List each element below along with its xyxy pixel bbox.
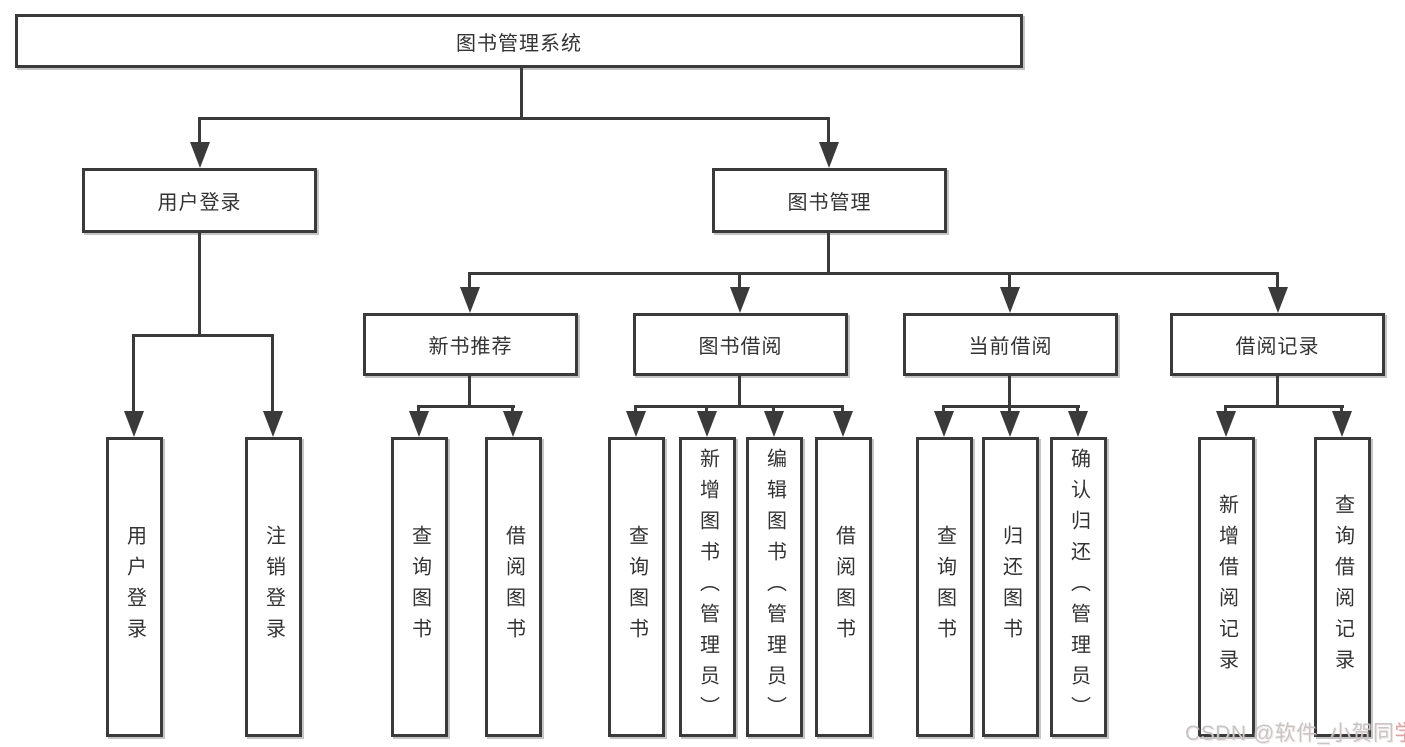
connector-to-book-mgmt bbox=[827, 117, 830, 145]
arrow-down-icon bbox=[124, 411, 144, 437]
arrow-down-icon bbox=[1216, 411, 1236, 437]
leaf-return-book: 归还图书 bbox=[982, 437, 1039, 737]
connector-to-book-borrow bbox=[738, 272, 741, 289]
connector-to-new-book bbox=[468, 272, 471, 289]
node-library-management-system: 图书管理系统 bbox=[15, 14, 1023, 68]
connector-new-book-stem bbox=[468, 374, 471, 408]
node-label: 用户登录 bbox=[157, 192, 242, 214]
leaf-logout: 注销登录 bbox=[245, 437, 302, 737]
connector-user-login-stem bbox=[198, 231, 201, 337]
leaf-label: 查询图书 bbox=[933, 525, 956, 649]
node-label: 图书借阅 bbox=[698, 336, 783, 358]
leaf-label: 编辑图书（管理员） bbox=[763, 447, 786, 727]
connector-to-current-borrow bbox=[1008, 272, 1011, 289]
leaf-edit-book-admin: 编辑图书（管理员） bbox=[746, 437, 803, 737]
connector-to-leaf bbox=[132, 334, 135, 413]
leaf-label: 确认归还（管理员） bbox=[1067, 447, 1090, 727]
connector-to-leaf bbox=[271, 334, 274, 413]
connector-current-borrow-stem bbox=[1008, 374, 1011, 408]
connector-to-leaf bbox=[1224, 405, 1227, 414]
watermark-accent-text: 学 bbox=[1394, 722, 1405, 745]
watermark-text: CSDN @软件_小贺同 bbox=[1185, 722, 1395, 745]
leaf-label: 借阅图书 bbox=[502, 525, 525, 649]
csdn-watermark: CSDN @软件_小贺同学 bbox=[1185, 717, 1405, 747]
leaf-label: 注销登录 bbox=[262, 525, 285, 649]
connector-root-stem bbox=[520, 66, 523, 119]
node-book-borrowing: 图书借阅 bbox=[633, 313, 848, 376]
connector-book-mgmt-branch bbox=[468, 272, 1279, 275]
node-user-login: 用户登录 bbox=[82, 168, 317, 233]
connector-to-leaf bbox=[1008, 405, 1011, 414]
connector-book-borrow-stem bbox=[738, 374, 741, 408]
connector-to-user-login bbox=[198, 117, 201, 145]
connector-to-leaf bbox=[705, 405, 708, 414]
node-label: 图书管理系统 bbox=[456, 32, 582, 55]
connector-book-borrow-branch bbox=[634, 405, 844, 408]
connector-new-book-branch bbox=[417, 405, 515, 408]
connector-current-borrow-branch bbox=[942, 405, 1080, 408]
leaf-query-books-borrow: 查询图书 bbox=[608, 437, 665, 737]
leaf-label: 用户登录 bbox=[123, 525, 146, 649]
arrow-down-icon bbox=[819, 142, 839, 168]
arrow-down-icon bbox=[1000, 411, 1020, 437]
leaf-query-books-recommend: 查询图书 bbox=[391, 437, 448, 737]
leaf-label: 归还图书 bbox=[999, 525, 1022, 649]
leaf-label: 查询图书 bbox=[625, 525, 648, 649]
leaf-user-login: 用户登录 bbox=[106, 437, 163, 737]
leaf-label: 查询借阅记录 bbox=[1331, 494, 1354, 680]
leaf-borrow-books: 借阅图书 bbox=[815, 437, 872, 737]
connector-to-leaf bbox=[772, 405, 775, 414]
arrow-down-icon bbox=[833, 411, 853, 437]
leaf-add-book-admin: 新增图书（管理员） bbox=[679, 437, 736, 737]
arrow-down-icon bbox=[190, 142, 210, 168]
leaf-confirm-return-admin: 确认归还（管理员） bbox=[1050, 437, 1107, 737]
arrow-down-icon bbox=[1268, 287, 1288, 313]
arrow-down-icon bbox=[934, 411, 954, 437]
arrow-down-icon bbox=[409, 411, 429, 437]
leaf-label: 新增借阅记录 bbox=[1215, 494, 1238, 680]
arrow-down-icon bbox=[460, 287, 480, 313]
connector-to-leaf bbox=[511, 405, 514, 414]
node-label: 新书推荐 bbox=[428, 336, 513, 358]
arrow-down-icon bbox=[1332, 411, 1352, 437]
node-label: 当前借阅 bbox=[968, 336, 1053, 358]
arrow-down-icon bbox=[1068, 411, 1088, 437]
connector-to-leaf bbox=[634, 405, 637, 414]
connector-to-leaf bbox=[417, 405, 420, 414]
connector-to-leaf bbox=[1340, 405, 1343, 414]
arrow-down-icon bbox=[730, 287, 750, 313]
connector-root-branch bbox=[198, 117, 830, 120]
leaf-label: 查询图书 bbox=[408, 525, 431, 649]
arrow-down-icon bbox=[1000, 287, 1020, 313]
leaf-label: 借阅图书 bbox=[832, 525, 855, 649]
arrow-down-icon bbox=[697, 411, 717, 437]
node-label: 借阅记录 bbox=[1235, 336, 1320, 358]
connector-book-mgmt-stem bbox=[827, 231, 830, 275]
arrow-down-icon bbox=[503, 411, 523, 437]
arrow-down-icon bbox=[626, 411, 646, 437]
arrow-down-icon bbox=[263, 411, 283, 437]
connector-borrow-records-stem bbox=[1276, 374, 1279, 408]
connector-user-login-branch bbox=[132, 334, 274, 337]
connector-to-leaf bbox=[1076, 405, 1079, 414]
connector-to-borrow-records bbox=[1276, 272, 1279, 289]
node-current-borrowing: 当前借阅 bbox=[903, 313, 1118, 376]
node-borrowing-records: 借阅记录 bbox=[1170, 313, 1385, 376]
arrow-down-icon bbox=[764, 411, 784, 437]
connector-to-leaf bbox=[841, 405, 844, 414]
node-book-management: 图书管理 bbox=[712, 168, 947, 233]
node-label: 图书管理 bbox=[787, 192, 872, 214]
leaf-add-borrow-record: 新增借阅记录 bbox=[1198, 437, 1255, 737]
connector-to-leaf bbox=[942, 405, 945, 414]
node-new-book-recommend: 新书推荐 bbox=[363, 313, 578, 376]
leaf-label: 新增图书（管理员） bbox=[696, 447, 719, 727]
leaf-query-borrow-record: 查询借阅记录 bbox=[1314, 437, 1371, 737]
connector-borrow-records-branch bbox=[1224, 405, 1344, 408]
leaf-query-books-current: 查询图书 bbox=[916, 437, 973, 737]
leaf-borrow-books-recommend: 借阅图书 bbox=[485, 437, 542, 737]
